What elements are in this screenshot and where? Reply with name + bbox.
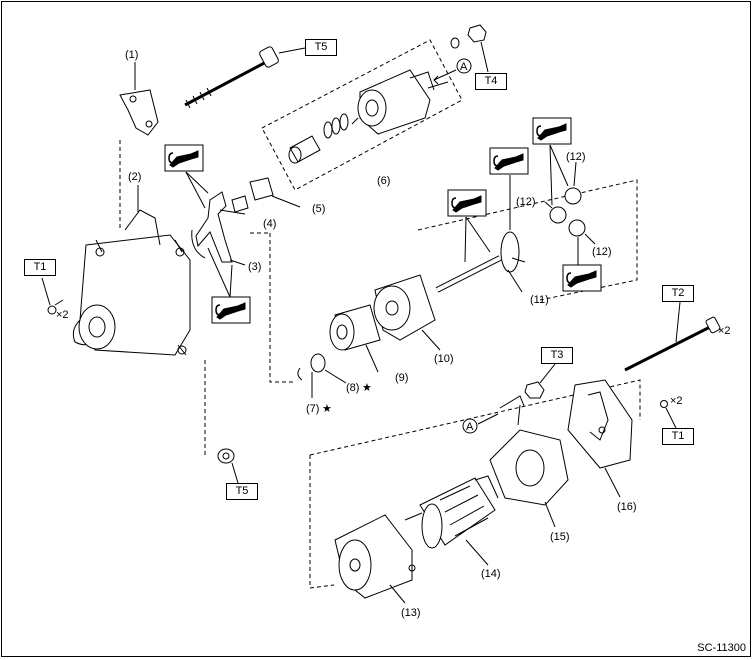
qty-left: ×2	[56, 309, 69, 321]
end-cover	[567, 379, 633, 498]
housing-part	[72, 185, 191, 356]
torque-tag-t5-bottom: T5	[226, 483, 258, 500]
callout-14: (14)	[481, 568, 501, 580]
nut-bottom	[217, 448, 239, 484]
callout-11: (11)	[530, 294, 549, 306]
grease-icon	[211, 296, 251, 324]
callout-7: (7)	[306, 403, 319, 415]
circle-a-top: A	[460, 61, 468, 73]
callout-6: (6)	[377, 175, 390, 187]
star-8: ★	[362, 382, 372, 394]
callout-1: (1)	[125, 49, 138, 61]
callout-2: (2)	[128, 171, 141, 183]
callout-13: (13)	[401, 607, 421, 619]
yoke-part	[334, 514, 416, 604]
callout-8: (8)	[346, 382, 359, 394]
solenoid-part	[288, 69, 449, 164]
through-bolt	[184, 46, 279, 109]
seal-part	[231, 177, 301, 213]
callout-12a: (12)	[566, 151, 586, 163]
torque-tag-t1-left: T1	[24, 259, 56, 276]
output-shaft	[435, 231, 526, 293]
callout-12b: (12)	[516, 196, 536, 208]
grease-icon	[164, 144, 204, 172]
callout-5: (5)	[312, 203, 325, 215]
callout-9: (9)	[395, 372, 408, 384]
callout-16: (16)	[617, 501, 637, 513]
nut-top	[450, 24, 489, 73]
qty-t2: ×2	[718, 325, 731, 337]
torque-tag-t5-top: T5	[305, 39, 337, 56]
screw-right	[660, 400, 677, 429]
callout-12c: (12)	[592, 246, 612, 258]
screw-left	[47, 299, 64, 315]
torque-tag-t1-right: T1	[662, 428, 694, 445]
shift-lever	[191, 191, 246, 266]
figure-id: SC-11300	[697, 642, 746, 654]
grease-icon	[489, 147, 529, 175]
callout-10: (10)	[434, 353, 454, 365]
planet-gears	[544, 161, 596, 245]
grease-icon	[447, 189, 487, 217]
qty-t1r: ×2	[670, 395, 683, 407]
gear-housing	[373, 274, 441, 351]
callout-15: (15)	[550, 531, 570, 543]
nut-t3	[524, 363, 556, 399]
grease-icon	[562, 264, 602, 292]
torque-tag-t2: T2	[662, 285, 694, 302]
brush-holder	[489, 395, 569, 528]
torque-tag-t3: T3	[541, 347, 573, 364]
circle-a-mid: A	[466, 421, 474, 433]
callout-4: (4)	[263, 218, 276, 230]
star-7: ★	[322, 403, 332, 415]
armature-part	[404, 475, 499, 566]
callout-3: (3)	[248, 261, 261, 273]
pinion-clutch	[297, 304, 381, 398]
bracket-part	[119, 62, 159, 136]
grease-icon	[532, 117, 572, 145]
torque-tag-t4: T4	[475, 73, 507, 90]
through-bolt-right	[624, 301, 721, 372]
